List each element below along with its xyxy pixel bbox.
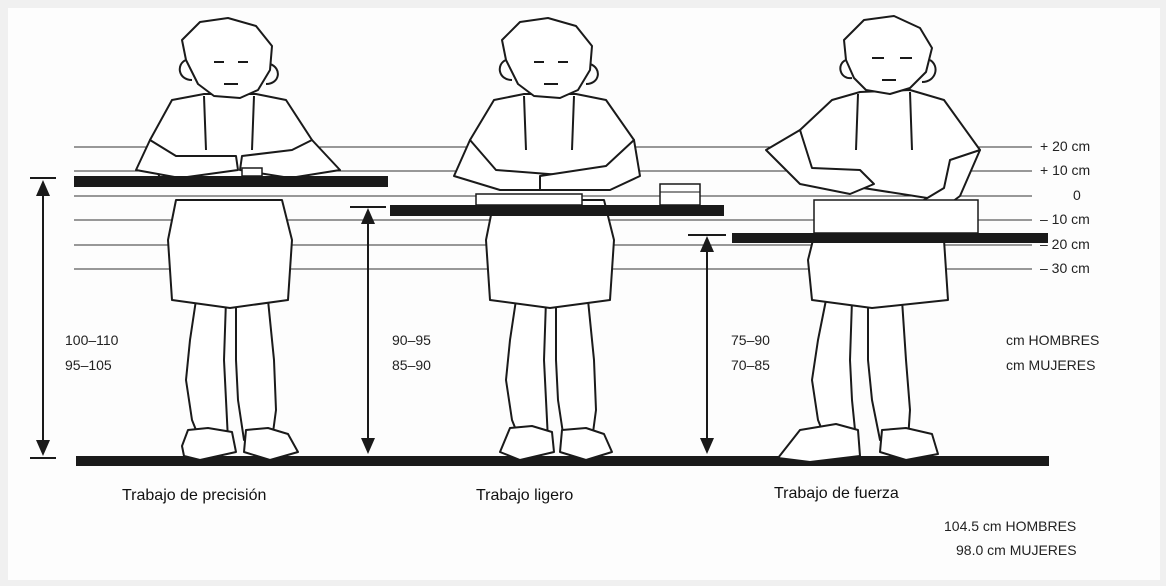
table-heavy-work [732,233,1048,243]
level-label-minus10: – 10 cm [1040,211,1090,227]
dimension-arrow-heavy [688,235,726,454]
caption-light-work: Trabajo ligero [476,487,573,504]
workpiece-precision [242,168,262,176]
range-precision-men: 100–110 [65,332,119,348]
caption-heavy-work: Trabajo de fuerza [774,485,899,502]
table-light-work [390,205,724,216]
range-heavy-women: 70–85 [731,357,770,373]
level-label-minus30: – 30 cm [1040,260,1090,276]
level-label-plus10: + 10 cm [1040,162,1090,178]
level-label-plus20: + 20 cm [1040,138,1090,154]
workpiece-heavy [814,200,978,233]
range-light-women: 85–90 [392,357,431,373]
dimension-arrow-light [350,207,386,454]
range-heavy-men: 75–90 [731,332,770,348]
elbow-height-men: 104.5 cm HOMBRES [944,518,1076,534]
range-light-men: 90–95 [392,332,431,348]
unit-women: cm MUJERES [1006,357,1095,373]
caption-precision-work: Trabajo de precisión [122,487,266,504]
box-light-work [660,184,700,205]
dimension-arrow-precision [30,178,56,458]
workpiece-light [476,194,582,205]
elbow-height-note: 104.5 cm HOMBRES 98.0 cm MUJERES [944,518,1077,558]
unit-men: cm HOMBRES [1006,332,1099,348]
level-labels: + 20 cm + 10 cm 0 – 10 cm – 20 cm – 30 c… [1040,138,1090,276]
captions: Trabajo de precisión Trabajo ligero Trab… [122,485,899,504]
table-precision-work [74,176,388,187]
elbow-height-women: 98.0 cm MUJERES [956,542,1077,558]
figure-precision-work [136,18,340,460]
level-label-zero: 0 [1073,187,1081,203]
range-precision-women: 95–105 [65,357,112,373]
figure-light-work [454,18,640,460]
